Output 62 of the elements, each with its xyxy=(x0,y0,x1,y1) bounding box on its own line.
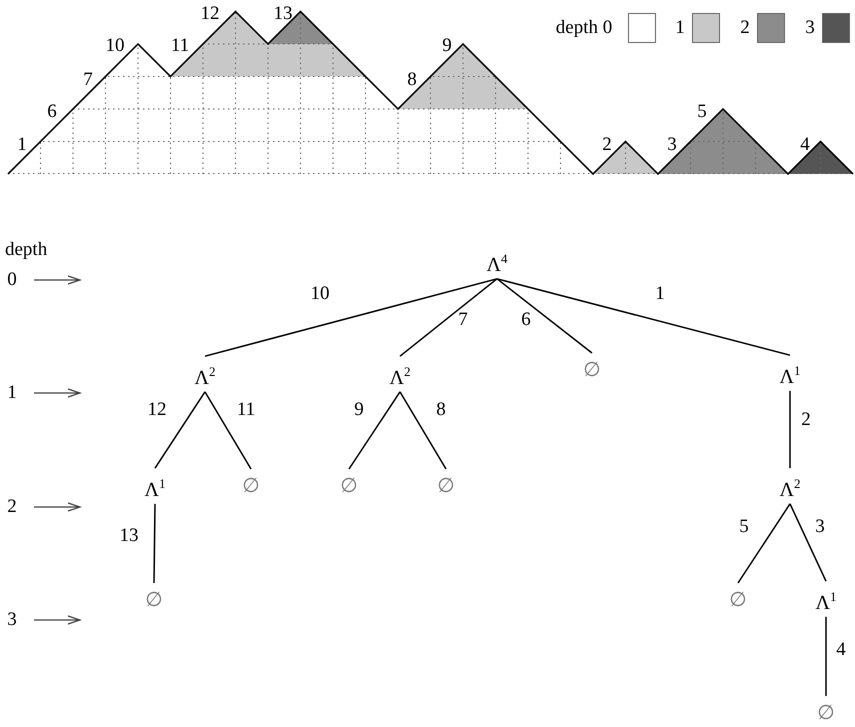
tree-branch xyxy=(825,616,827,696)
edge-label: 6 xyxy=(521,309,531,331)
tree-node-label: Λ$^{2}$ xyxy=(194,360,216,390)
tree-node-label: Λ$^{1}$ xyxy=(780,359,800,389)
depth-number: 2 xyxy=(7,496,17,518)
tree-branch xyxy=(154,391,206,469)
step-number: 4 xyxy=(800,134,810,156)
edge-label: 7 xyxy=(458,309,468,331)
step-number: 7 xyxy=(83,69,93,91)
edge-label: 11 xyxy=(236,399,256,421)
legend-label: 2 xyxy=(740,17,750,39)
tree-branch xyxy=(204,278,498,357)
empty-set-symbol: ∅ xyxy=(817,700,835,724)
tree-branch xyxy=(400,278,498,357)
tree-node-label: Λ$^{2}$ xyxy=(780,472,800,502)
tree-branch xyxy=(496,278,790,356)
empty-set-symbol: ∅ xyxy=(729,587,747,611)
empty-set-symbol: ∅ xyxy=(583,357,601,381)
legend-label: 3 xyxy=(805,17,815,39)
depth-number: 0 xyxy=(7,269,17,291)
legend-label: 1 xyxy=(675,17,685,39)
tree-node-label: Λ$^{1}$ xyxy=(816,585,836,615)
edge-label: 13 xyxy=(120,525,138,547)
tree-branch xyxy=(737,503,791,584)
depth-number: 1 xyxy=(7,382,17,404)
edge-label: 3 xyxy=(815,516,825,538)
step-number: 12 xyxy=(200,3,220,25)
empty-set-symbol: ∅ xyxy=(437,473,455,497)
depth-number: 3 xyxy=(7,609,17,631)
empty-set-symbol: ∅ xyxy=(145,587,163,611)
step-number: 11 xyxy=(170,35,190,57)
edge-label: 5 xyxy=(739,516,749,538)
edge-label: 10 xyxy=(310,283,330,305)
step-number: 5 xyxy=(697,101,707,123)
tree-node-label: Λ$^{4}$ xyxy=(486,247,508,277)
tree-node-label: Λ$^{1}$ xyxy=(144,472,166,502)
step-number: 13 xyxy=(274,3,292,25)
tree-branch xyxy=(789,390,791,468)
step-number: 9 xyxy=(442,35,452,57)
empty-set-symbol: ∅ xyxy=(340,473,358,497)
tree-branch xyxy=(789,504,827,582)
tree-branch xyxy=(348,391,401,470)
edge-label: 1 xyxy=(655,283,665,305)
edge-label: 2 xyxy=(801,409,811,431)
step-number: 3 xyxy=(667,134,677,156)
tree-node-label: Λ$^{2}$ xyxy=(390,360,410,390)
step-number: 1 xyxy=(17,134,27,156)
step-number: 6 xyxy=(47,101,57,123)
axis-title: depth xyxy=(5,239,48,261)
empty-set-symbol: ∅ xyxy=(242,473,260,497)
step-number: 2 xyxy=(602,134,612,156)
tree-branch xyxy=(204,391,252,470)
edge-label: 4 xyxy=(836,639,846,661)
legend-label: depth 0 xyxy=(556,17,612,39)
edge-label: 8 xyxy=(436,399,446,421)
step-number: 8 xyxy=(407,69,417,91)
tree-branch xyxy=(153,504,156,584)
tree-branch xyxy=(399,391,447,470)
edge-label: 12 xyxy=(148,399,166,421)
edge-label: 9 xyxy=(354,399,364,421)
tree-branch xyxy=(496,278,592,354)
step-number: 10 xyxy=(106,35,124,57)
